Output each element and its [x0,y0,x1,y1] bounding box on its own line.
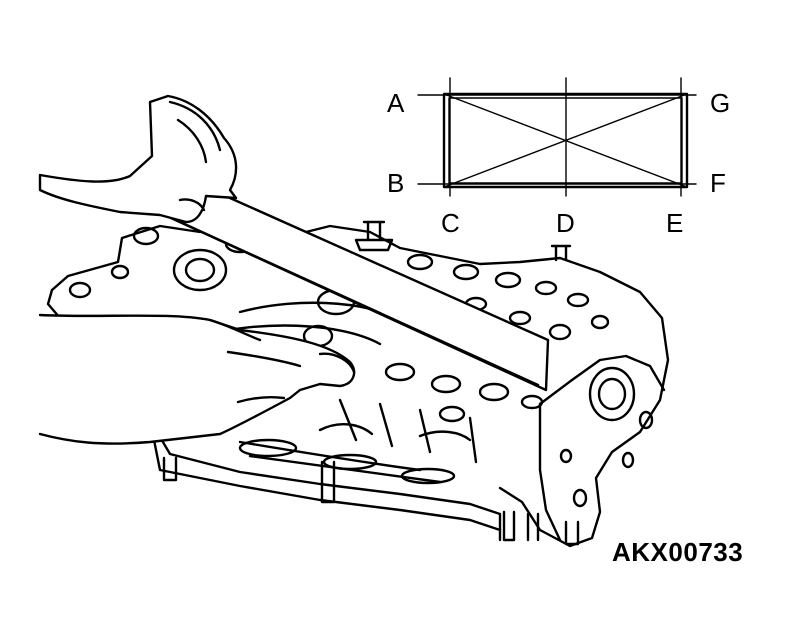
label-c: C [441,208,460,238]
measurement-diagram [417,77,697,197]
label-e: E [666,208,683,238]
label-f: F [710,168,726,198]
lower-hand [38,313,356,445]
label-d: D [556,208,575,238]
upper-hand [38,94,238,224]
figure-code: AKX00733 [612,537,744,567]
label-b: B [387,168,404,198]
label-g: G [710,88,730,118]
label-a: A [387,88,405,118]
